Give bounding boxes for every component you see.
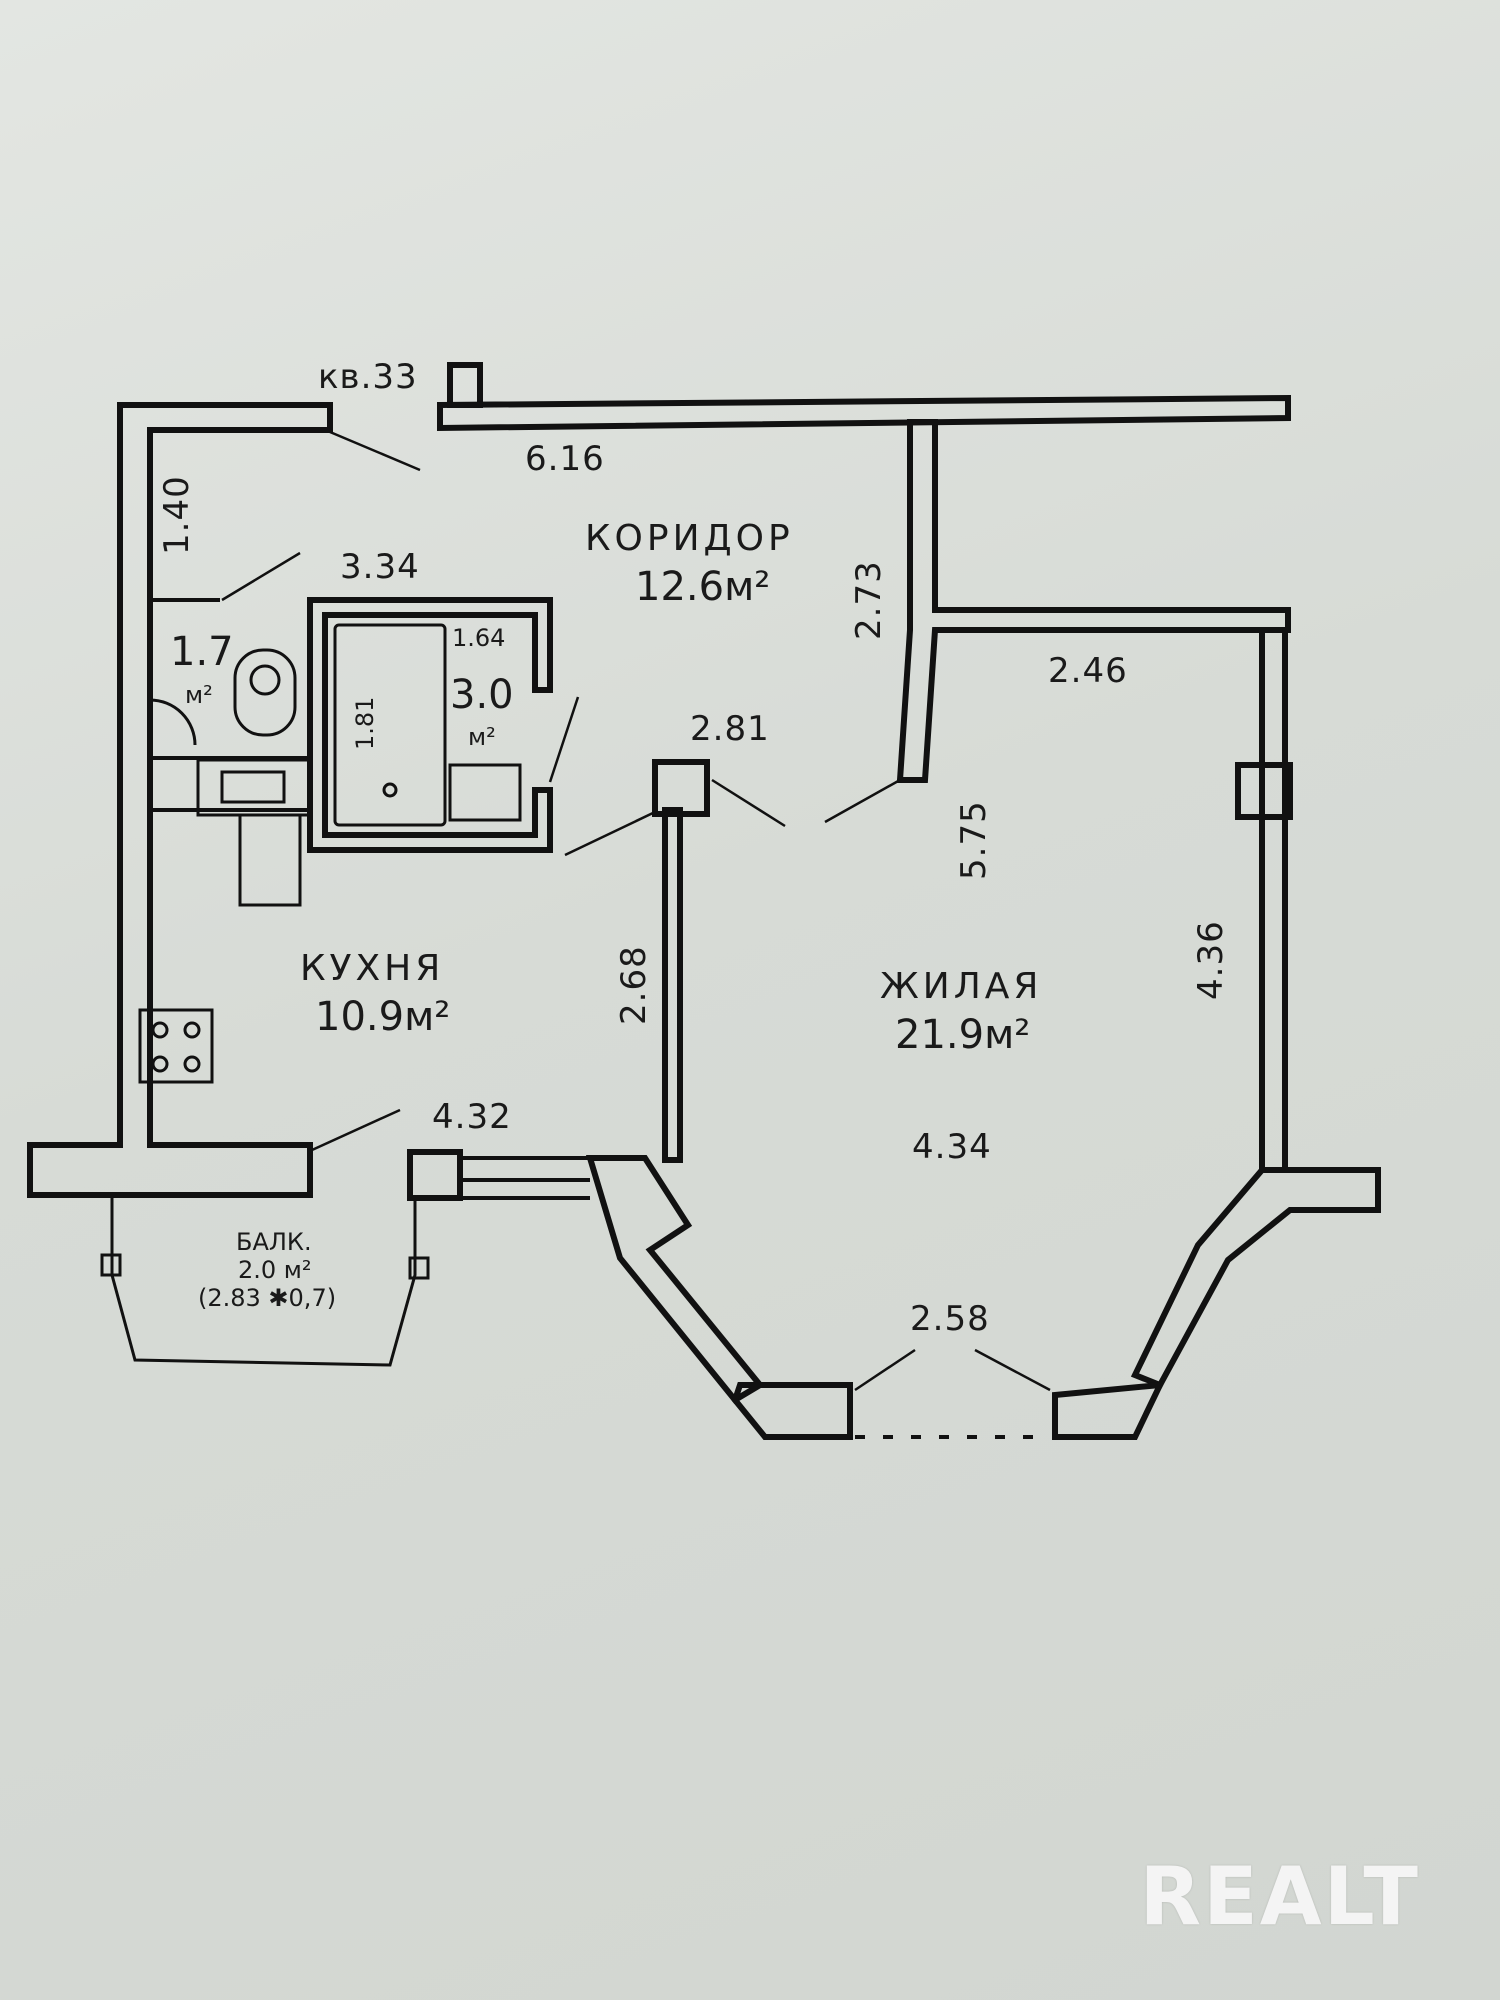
balcony-railing [110,1195,417,1367]
leader-432 [311,1108,401,1152]
boiler-inner [220,770,286,804]
balcony-post-left [100,1253,122,1277]
toilet-bowl [249,664,281,696]
dim-living-top: 2.46 [1048,651,1128,691]
leader-281-left [564,810,656,857]
leader-258-left [854,1348,916,1392]
sink-counter [238,813,302,907]
balcony-post-right [408,1256,430,1280]
leader-entrance [329,430,421,472]
toilet-door-swing [149,698,197,746]
toilet-area-value: 1.7 [170,629,234,675]
wall-toilet [150,598,310,812]
leader-bath [548,696,580,783]
room-area-living: 21.9м² [895,1012,1030,1058]
stove [138,1008,214,1084]
wall-living-right [1259,627,1288,1173]
dim-kitchen-bottom: 4.32 [432,1097,512,1137]
apartment-label: кв.33 [318,357,418,397]
bath-area-unit: м² [468,723,496,751]
labels: кв.33 6.16 КОРИДОР 12.6м² 1.40 3.34 2.73… [157,357,1231,1339]
boiler [196,758,312,817]
balcony-area: 2.0 м² [238,1256,312,1284]
stove-burner-2 [183,1021,201,1039]
dim-corridor-left: 1.40 [157,475,197,555]
column-center [652,759,710,817]
dim-corridor-mid: 3.34 [340,547,420,587]
leader-258-right [974,1348,1051,1392]
walls [27,362,1381,1440]
dim-bath-height: 1.81 [351,697,379,750]
dim-living-width: 4.34 [912,1127,992,1167]
room-name-living: ЖИЛАЯ [880,966,1042,1007]
realt-watermark-logo: REALT [1139,1850,1420,1943]
wall-top-left [27,402,333,1198]
wall-bay-bottom-left [731,1382,853,1440]
fixtures [138,623,522,1084]
leader-334 [221,551,301,602]
wall-bay-left [585,1155,765,1404]
dim-bath-width: 1.64 [452,624,505,652]
leader-living-door [824,778,901,824]
column-right [1235,762,1293,820]
dim-corridor-top: 6.16 [525,439,605,479]
wall-kitchen-living [662,807,683,1163]
toilet-area-unit: м² [185,681,213,709]
balcony-name: БАЛК. [236,1228,312,1256]
room-area-kitchen: 10.9м² [315,994,450,1040]
wall-bay-right [1130,1167,1381,1389]
wall-partition-vertical [896,419,1291,783]
dim-corridor-opening: 2.81 [690,709,770,749]
balcony [100,1195,430,1367]
dim-living-right: 4.36 [1191,920,1231,1000]
stove-burner-1 [151,1021,169,1039]
wall-kitchen-bottom-right [407,1149,463,1201]
room-name-kitchen: КУХНЯ [300,948,444,989]
leaders [221,430,1051,1392]
bathtub-drain [382,782,398,798]
bathtub [333,623,447,827]
wall-top [437,394,1291,432]
room-area-corridor: 12.6м² [635,564,770,610]
wall-bay-bottom-right [1052,1381,1166,1440]
wall-entrance-stub [447,362,483,408]
dim-living-inner: 5.75 [954,800,994,880]
dim-bay-window: 2.58 [910,1299,990,1339]
dim-corridor-right: 2.73 [849,560,889,640]
balcony-size: (2.83 ✱0,7) [198,1284,336,1312]
toilet-tank [233,648,297,737]
stove-burner-3 [151,1055,169,1073]
washbasin [448,763,522,822]
wall-bathroom [307,597,553,853]
kitchen-window [460,1156,590,1200]
room-name-corridor: КОРИДОР [585,518,794,559]
dim-kitchen-right: 2.68 [614,945,654,1025]
bath-area-value: 3.0 [450,672,514,718]
stove-burner-4 [183,1055,201,1073]
leader-281-right [711,778,786,828]
